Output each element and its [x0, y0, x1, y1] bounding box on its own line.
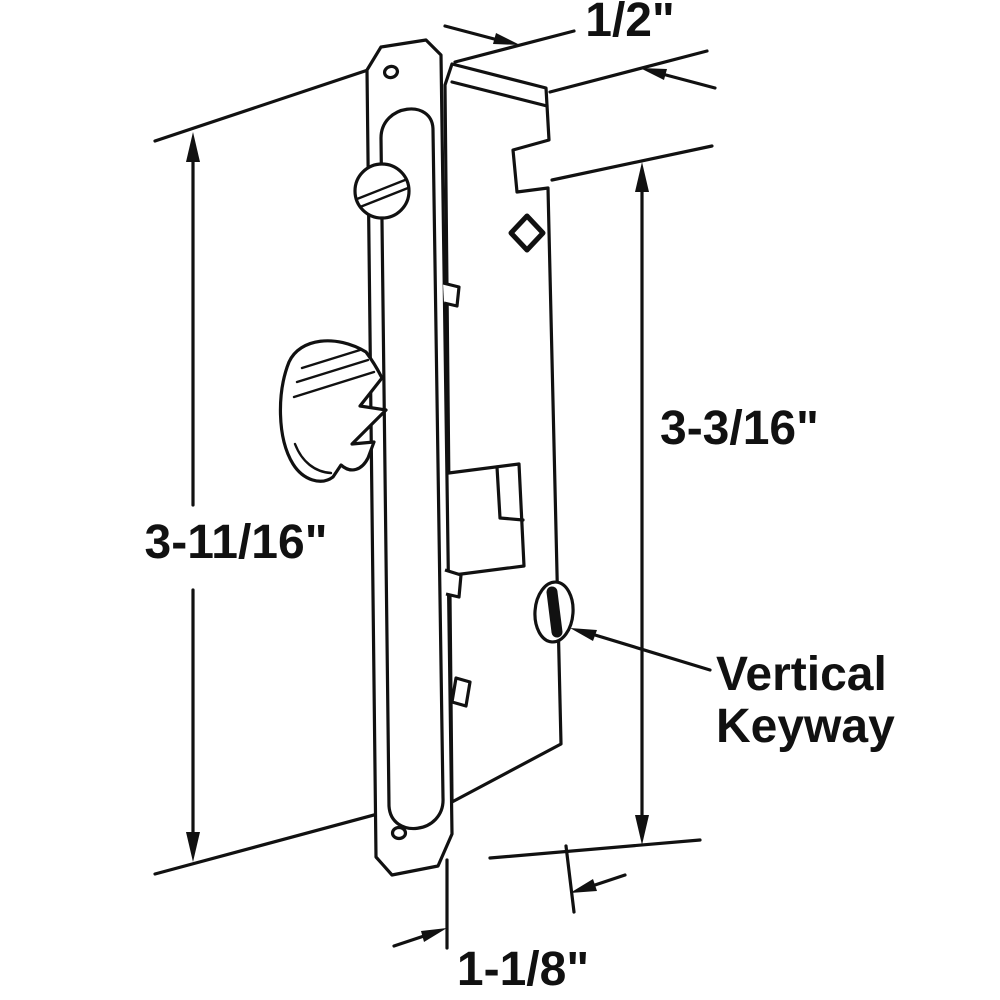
- lever-hatch-3: [292, 370, 376, 399]
- extension-line-tab-right: [548, 49, 709, 94]
- dim-top-label: 1/2": [585, 0, 674, 47]
- arrowhead-left-down: [186, 832, 200, 862]
- extension-line-top-right: [550, 144, 714, 182]
- keyway-slot: [546, 586, 563, 638]
- mounting-tab-edge: [450, 80, 549, 108]
- lever-hatch-2: [295, 358, 370, 384]
- dim-leader-top-right: [664, 73, 717, 90]
- latch-bolt-edge: [495, 465, 525, 522]
- screw-hole-top: [382, 64, 400, 80]
- screw-slot-line-2: [358, 186, 410, 209]
- screw-hole-bottom: [390, 825, 408, 841]
- dim-bottom-label: 1-1/8": [457, 943, 589, 996]
- dim-left-label: 3-11/16": [145, 516, 328, 569]
- lock-case: [443, 62, 563, 804]
- dim-leader-top-left: [443, 24, 500, 42]
- arrowhead-keyway: [570, 628, 597, 641]
- arrowhead-right-down: [635, 815, 649, 845]
- keyway-leader-line: [593, 633, 712, 672]
- screw-slot-line-1: [355, 178, 407, 201]
- dim-leader-bottom-right: [593, 873, 627, 887]
- lever-inner-edge: [293, 442, 333, 475]
- arrowhead-bottom-left: [421, 928, 447, 942]
- case-tab-upper: [442, 281, 461, 308]
- arrowhead-top-right: [640, 68, 667, 80]
- case-tab-lower: [444, 568, 463, 599]
- lower-cutout: [450, 676, 472, 708]
- dim-leader-bottom-left: [392, 934, 426, 948]
- arrowhead-left-up: [186, 132, 200, 162]
- extension-line-bottom-right: [488, 838, 702, 860]
- keyway-label-line2: Keyway: [716, 700, 895, 753]
- lever-hatch-1: [300, 348, 362, 370]
- extension-line-tab-left: [453, 29, 576, 64]
- arrowhead-bottom-right: [570, 879, 597, 893]
- keyway-label-line1: Vertical: [716, 648, 887, 701]
- extension-line-bottom-b: [564, 844, 576, 914]
- diamond-cutout: [508, 213, 546, 253]
- dim-right-label: 3-3/16": [660, 402, 819, 455]
- arrowhead-top-left: [493, 33, 520, 45]
- arrowhead-right-up: [635, 162, 649, 192]
- faceplate-recess: [379, 107, 445, 830]
